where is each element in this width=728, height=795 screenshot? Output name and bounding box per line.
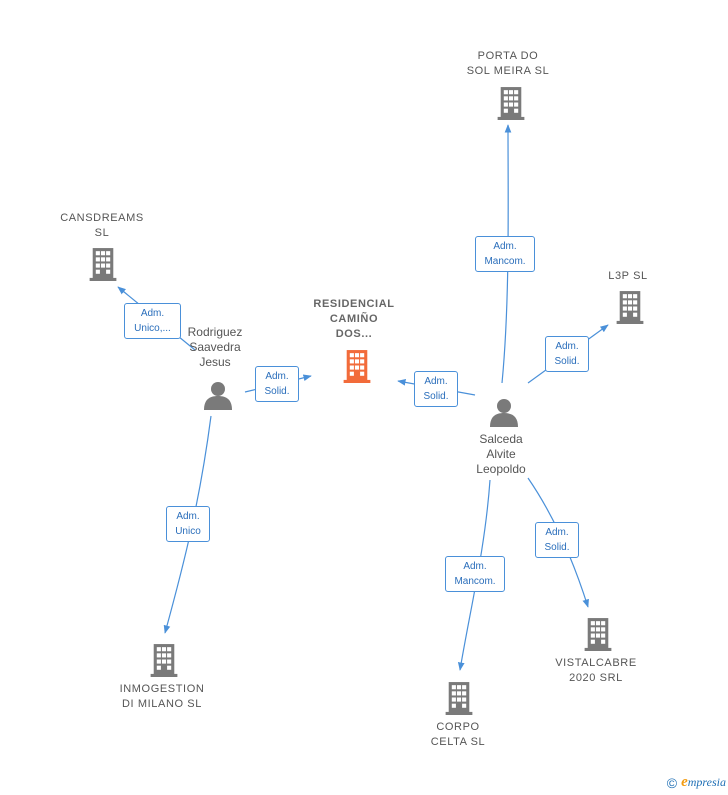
brand-logo: empresia — [681, 774, 726, 791]
company-name-line: CAMIÑO — [329, 313, 379, 325]
edge-label-salceda-l3p[interactable]: Adm. Solid. — [545, 336, 589, 372]
role-line: Adm. — [424, 376, 448, 387]
brand-text: mpresia — [687, 775, 726, 789]
edge-label-salceda-main[interactable]: Adm. Solid. — [414, 371, 458, 407]
company-label-vistalcabre[interactable]: VISTALCABRE 2020 SRL — [536, 656, 656, 686]
building-icon-inmogestion[interactable] — [150, 644, 178, 677]
person-name-line: Salceda — [479, 432, 523, 446]
role-line: Adm. — [140, 308, 165, 319]
role-line: Adm. — [176, 511, 200, 522]
person-name-line: Jesus — [199, 355, 231, 369]
company-name-line: PORTA DO — [477, 50, 539, 62]
company-name-line: SOL MEIRA SL — [466, 65, 550, 77]
company-name-line: CORPO — [436, 721, 480, 733]
role-line: Solid. — [264, 386, 290, 397]
empresia-watermark: © empresia — [667, 774, 726, 791]
edge-label-salceda-vistalcabre[interactable]: Adm. Solid. — [535, 522, 579, 558]
building-icon-porta-do-sol[interactable] — [497, 87, 525, 120]
company-label-l3p[interactable]: L3P SL — [578, 269, 678, 284]
role-line: Unico — [175, 526, 201, 537]
edge-label-rodriguez-cansdreams[interactable]: Adm. Unico,... — [124, 303, 181, 339]
company-label-porta-do-sol[interactable]: PORTA DO SOL MEIRA SL — [448, 49, 568, 79]
building-icon-corpo-celta[interactable] — [445, 682, 473, 715]
role-line: Solid. — [423, 391, 449, 402]
role-line: Adm. — [265, 371, 289, 382]
person-icon-salceda[interactable] — [490, 399, 518, 427]
brand-initial: e — [681, 774, 688, 790]
company-name-line: VISTALCABRE — [555, 657, 637, 669]
company-name-line: RESIDENCIAL — [313, 298, 395, 310]
person-label-rodriguez[interactable]: Rodriguez Saavedra Jesus — [165, 325, 265, 370]
company-name-line: L3P SL — [608, 270, 648, 282]
edge-label-rodriguez-inmogestion[interactable]: Adm. Unico — [166, 506, 210, 542]
role-line: Adm. — [555, 341, 579, 352]
person-name-line: Rodriguez — [187, 325, 243, 339]
company-name-line: CELTA SL — [430, 736, 486, 748]
copyright-icon: © — [666, 774, 678, 791]
role-line: Adm. — [463, 561, 487, 572]
company-name-line: INMOGESTION — [119, 683, 205, 695]
role-line: Adm. — [493, 241, 517, 252]
role-line: Solid. — [554, 356, 580, 367]
role-line: Solid. — [544, 542, 570, 553]
person-name-line: Alvite — [486, 447, 516, 461]
role-line: Mancom. — [484, 256, 526, 267]
building-icon-vistalcabre[interactable] — [584, 618, 612, 651]
person-icon-rodriguez[interactable] — [204, 382, 232, 410]
role-line: Unico,... — [134, 323, 171, 334]
edge-label-rodriguez-main[interactable]: Adm. Solid. — [255, 366, 299, 402]
person-label-salceda[interactable]: Salceda Alvite Leopoldo — [451, 432, 551, 477]
building-icon-l3p[interactable] — [616, 291, 644, 324]
company-name-line: 2020 SRL — [569, 672, 623, 684]
company-name-line: SL — [94, 227, 110, 239]
company-label-cansdreams[interactable]: CANSDREAMS SL — [42, 211, 162, 241]
building-icon-main-company[interactable] — [343, 350, 371, 383]
person-name-line: Leopoldo — [476, 462, 526, 476]
company-label-corpo-celta[interactable]: CORPO CELTA SL — [398, 720, 518, 750]
company-name-line: CANSDREAMS — [60, 212, 144, 224]
company-label-main[interactable]: RESIDENCIAL CAMIÑO DOS... — [294, 297, 414, 342]
building-icon-cansdreams[interactable] — [89, 248, 117, 281]
company-name-line: DI MILANO SL — [122, 698, 202, 710]
edge-label-salceda-corpo[interactable]: Adm. Mancom. — [445, 556, 505, 592]
company-name-line: DOS... — [335, 328, 373, 340]
role-line: Mancom. — [454, 576, 496, 587]
edge-label-salceda-porta[interactable]: Adm. Mancom. — [475, 236, 535, 272]
role-line: Adm. — [545, 527, 569, 538]
company-label-inmogestion[interactable]: INMOGESTION DI MILANO SL — [102, 682, 222, 712]
person-name-line: Saavedra — [189, 340, 241, 354]
